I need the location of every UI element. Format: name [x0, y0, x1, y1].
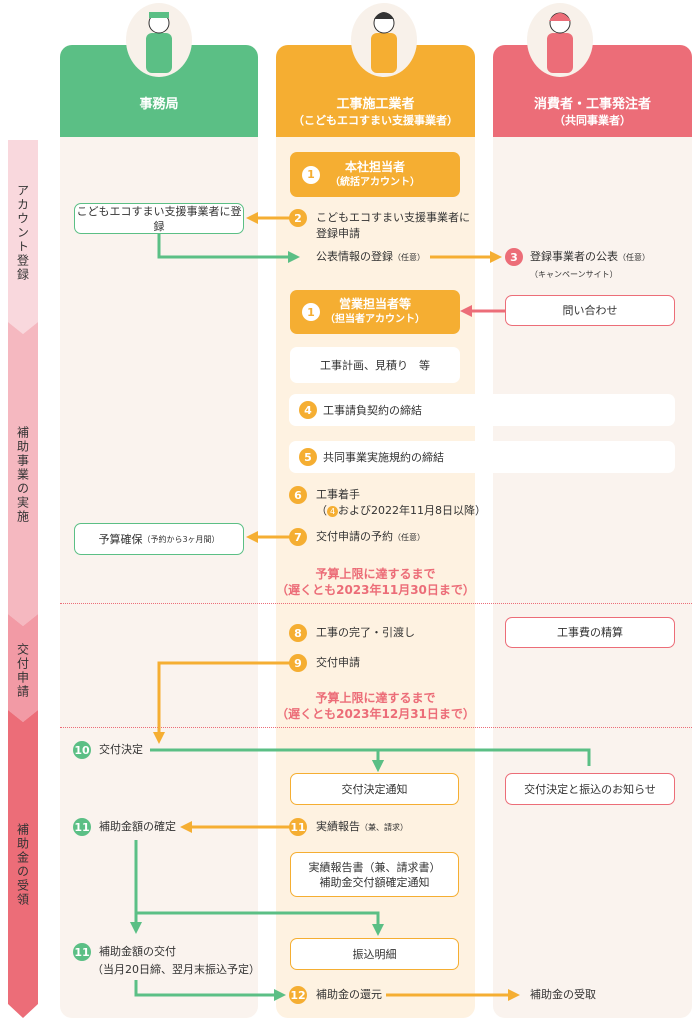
builder-avatar-icon: [351, 3, 417, 77]
register-box: こどもエコすまい支援事業者に登録: [74, 203, 244, 234]
sales-account-box: 1 営業担当者等 （担当者アカウント）: [290, 290, 460, 334]
step-number-1: 1: [302, 165, 320, 184]
deadline-note-1: 予算上限に達するまで （遅くとも2023年11月30日まで）: [276, 566, 475, 598]
step-number-10: 10: [73, 741, 91, 759]
step-2-text: こどもエコすまい支援事業者に登録申請: [316, 210, 470, 242]
decision-notice-box: 交付決定通知: [290, 773, 459, 805]
step-ref-4: 4: [327, 506, 338, 517]
report-document-box: 実績報告書（兼、請求書）補助金交付額確定通知: [290, 852, 459, 897]
step-10-label: 交付決定: [99, 743, 143, 756]
step-11-confirm-label: 補助金額の確定: [99, 820, 176, 833]
phase-implement: 補助事業の実施: [15, 426, 30, 524]
public-info-text: 公表情報の登録（任意）: [316, 249, 425, 266]
optional-label: （任意）: [393, 253, 425, 262]
column-subtitle: （共同事業者）: [554, 114, 631, 127]
step-number-5: 5: [299, 448, 317, 466]
divider: [60, 603, 692, 604]
phase-account: アカウント登録: [15, 183, 30, 282]
deadline-note-2: 予算上限に達するまで （遅くとも2023年12月31日まで）: [276, 690, 475, 722]
column-title: 工事施工業者: [336, 97, 415, 112]
step-6-sub: および2022年11月8日以降）: [338, 504, 486, 517]
step-7-label: 交付申請の予約: [316, 530, 393, 543]
step-number-7: 7: [289, 528, 307, 546]
budget-box: 予算確保（予約から3ヶ月間）: [74, 523, 244, 555]
plan-box: 工事計画、見積り 等: [290, 347, 460, 383]
report-line1: 実績報告書（兼、請求書）: [308, 860, 441, 874]
settlement-box: 工事費の精算: [505, 617, 675, 648]
report-line2: 補助金交付額確定通知: [319, 875, 430, 889]
inquiry-box: 問い合わせ: [505, 295, 675, 326]
receive-label: 補助金の受取: [530, 988, 596, 1001]
phase-receive: 補助金の受領: [15, 822, 30, 907]
deadline-line1: 予算上限に達するまで: [315, 567, 436, 581]
step-5-label: 共同事業実施規約の締結: [323, 450, 444, 464]
step-8-label: 工事の完了・引渡し: [316, 626, 415, 639]
optional-label: （任意）: [393, 533, 425, 542]
head-office-account-box: 1 本社担当者 （統括アカウント）: [290, 152, 460, 197]
column-title: 消費者・工事発注者: [533, 97, 651, 112]
step-4-label: 工事請負契約の締結: [323, 403, 422, 417]
box-subtitle: （統括アカウント）: [330, 176, 420, 188]
box-subtitle: （担当者アカウント）: [325, 314, 425, 325]
deadline-line2: （遅くとも2023年12月31日まで）: [276, 707, 475, 721]
paren: （: [316, 504, 327, 517]
payment-sub: （当月20日締、翌月末振込予定）: [92, 963, 260, 976]
decision-transfer-notice-box: 交付決定と振込のお知らせ: [505, 773, 675, 805]
column-subtitle: （こどもエコすまい支援事業者）: [293, 114, 458, 127]
step-11-report: 実績報告（兼、請求）: [316, 819, 408, 836]
step-11-payment: 補助金額の交付: [99, 944, 176, 960]
consumer-avatar-icon: [527, 3, 593, 77]
budget-sub: （予約から3ヶ月間）: [142, 534, 220, 544]
optional-label: （任意）: [618, 253, 650, 262]
step-number-11: 11: [73, 943, 91, 961]
step-number-2: 2: [289, 209, 307, 227]
step-3-text: 登録事業者の公表（任意）（キャンペーンサイト）: [530, 249, 650, 283]
step-number-9: 9: [289, 654, 307, 672]
step-3-label: 登録事業者の公表: [530, 250, 618, 263]
box-title: 本社担当者: [344, 159, 405, 174]
step-number-11: 11: [289, 818, 307, 836]
step-12-label: 補助金の還元: [316, 988, 382, 1001]
step-number-11: 11: [73, 818, 91, 836]
step-6-label: 工事着手: [316, 488, 360, 501]
step-7-text: 交付申請の予約（任意）: [316, 529, 425, 546]
step-number-6: 6: [289, 486, 307, 504]
step-2-line1: こどもエコすまい支援事業者に: [316, 211, 470, 224]
office-staff-avatar-icon: [126, 3, 192, 77]
public-info-label: 公表情報の登録: [316, 250, 393, 263]
payment-label: 補助金額の交付: [99, 945, 176, 958]
phase-apply: 交付申請: [15, 643, 30, 699]
report-label: 実績報告: [316, 820, 360, 833]
transfer-detail-box: 振込明細: [290, 938, 459, 970]
report-sub: （兼、請求）: [360, 823, 408, 832]
step-2-line2: 登録申請: [316, 227, 360, 240]
deadline-line2: （遅くとも2023年11月30日まで）: [276, 583, 475, 597]
budget-label: 予算確保: [98, 532, 143, 546]
step-9-label: 交付申請: [316, 656, 360, 669]
column-consumer: 消費者・工事発注者 （共同事業者）: [493, 45, 692, 1018]
column-title: 事務局: [139, 97, 179, 112]
step-number-12: 12: [289, 986, 307, 1004]
step-number-8: 8: [289, 624, 307, 642]
contract-box: 4 工事請負契約の締結: [289, 394, 675, 426]
box-title: 営業担当者等: [338, 297, 411, 311]
step-number-1: 1: [302, 303, 320, 321]
joint-agreement-box: 5 共同事業実施規約の締結: [289, 441, 675, 473]
step-number-4: 4: [299, 401, 317, 419]
deadline-line1: 予算上限に達するまで: [315, 691, 436, 705]
phase-bar: [8, 140, 38, 1018]
step-3-sub: （キャンペーンサイト）: [530, 270, 618, 279]
step-number-3: 3: [505, 248, 523, 266]
divider: [60, 727, 692, 728]
